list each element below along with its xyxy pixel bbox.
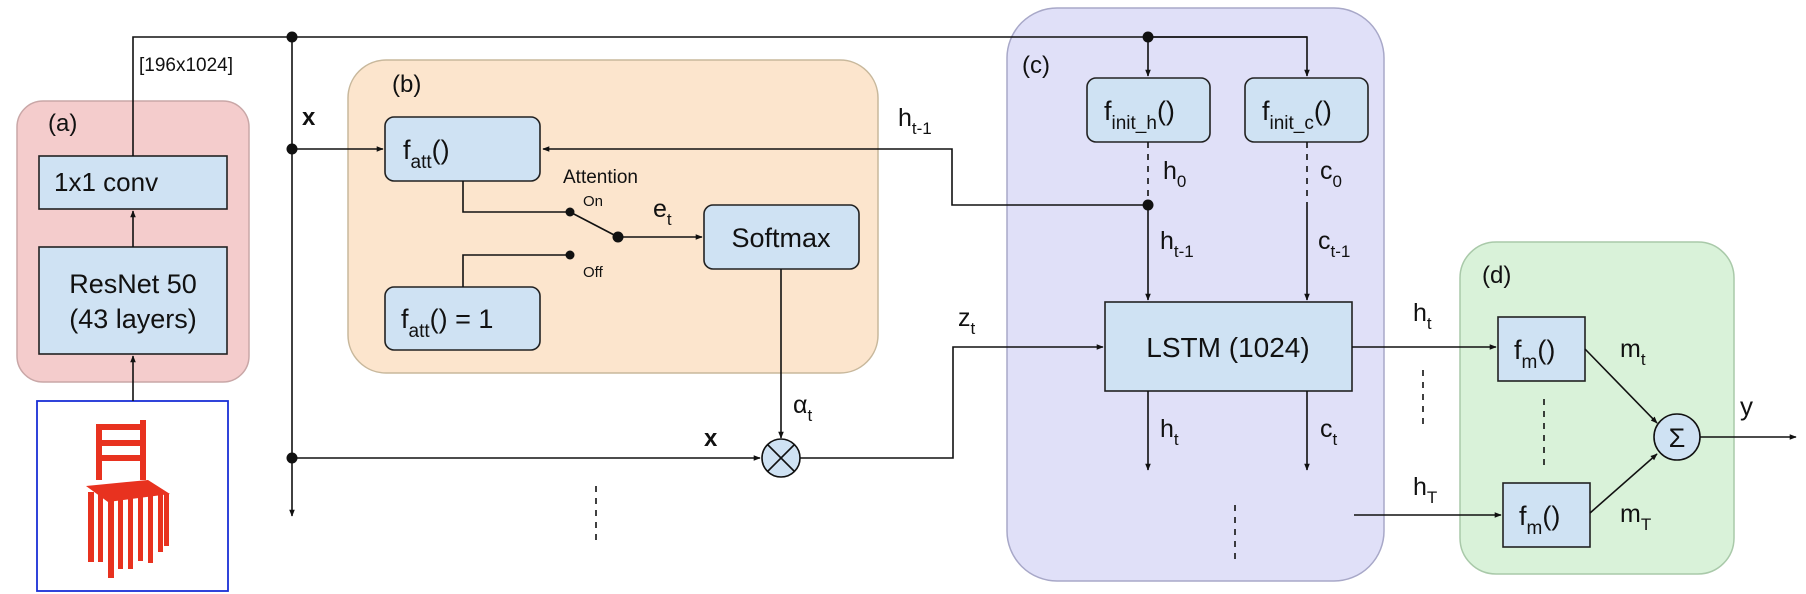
fm-top-block — [1497, 316, 1586, 382]
x-bottom-label: x — [704, 425, 718, 452]
m-T-label: mT — [1620, 500, 1651, 534]
wire-to-finit-c — [1148, 36, 1310, 77]
fm-bottom-label: fm() — [1519, 501, 1560, 539]
wire-fatt-to-switch-on — [462, 181, 568, 213]
features-dim-label: [196x1024] — [139, 55, 233, 76]
resnet-block — [38, 246, 228, 355]
softmax-label: Softmax — [731, 223, 831, 253]
h-prev-label: ht-1 — [898, 104, 932, 138]
wire-multiply-to-lstm — [800, 344, 1104, 459]
junction-dot — [286, 143, 298, 155]
h-out-label: ht — [1160, 415, 1179, 449]
switch-lever — [569, 211, 619, 238]
wire-h-prev-to-fatt — [542, 146, 1148, 206]
y-output-label: y — [1740, 391, 1753, 421]
attention-switch-title: Attention — [563, 167, 638, 188]
wire-fm-bottom-to-sum — [1589, 453, 1658, 514]
chair-illustration — [86, 420, 170, 578]
panel-c — [1006, 7, 1385, 582]
finit-h-label: finit_h() — [1104, 96, 1175, 134]
conv-label: 1x1 conv — [54, 167, 158, 197]
panel-a-label: (a) — [48, 110, 77, 137]
h-T-label: hT — [1413, 473, 1437, 507]
junction-dot — [286, 452, 298, 464]
e-t-label: et — [653, 195, 672, 229]
fatt-constant-label: fatt() = 1 — [401, 304, 493, 342]
c0-label: c0 — [1320, 157, 1342, 191]
sum-symbol: Σ — [1669, 423, 1686, 453]
conv-block — [38, 155, 228, 210]
resnet-label-line2: (43 layers) — [69, 304, 197, 334]
m-t-label: mt — [1620, 335, 1646, 369]
x-top-label: x — [302, 104, 316, 131]
wire-conv-to-top-bus — [132, 36, 292, 156]
junction-dot — [286, 31, 298, 43]
switch-off-label: Off — [583, 264, 604, 281]
h-t-label: ht — [1413, 299, 1432, 333]
wire-fm-top-to-sum — [1584, 348, 1658, 424]
h-in-label: ht-1 — [1160, 227, 1194, 261]
lstm-block — [1104, 301, 1353, 392]
z-t-label: zt — [958, 304, 976, 338]
fm-bottom-block — [1502, 482, 1591, 548]
switch-off-contact — [565, 250, 575, 260]
switch-on-label: On — [583, 193, 603, 210]
finit-c-label: finit_c() — [1262, 96, 1332, 134]
h0-label: h0 — [1163, 157, 1186, 191]
fatt-label: fatt() — [403, 135, 450, 173]
panel-d — [1459, 241, 1735, 575]
panel-c-label: (c) — [1022, 52, 1050, 79]
wire-fatt1-to-switch-off — [462, 254, 568, 287]
input-image — [36, 400, 229, 592]
c-out-label: ct — [1320, 415, 1338, 449]
alpha-t-label: αt — [793, 391, 812, 425]
lstm-label: LSTM (1024) — [1146, 332, 1309, 363]
panel-b-label: (b) — [392, 71, 421, 98]
fm-top-label: fm() — [1514, 335, 1555, 373]
panel-d-label: (d) — [1482, 262, 1511, 289]
c-in-label: ct-1 — [1318, 227, 1350, 261]
junction-dot — [1142, 31, 1154, 43]
multiply-node — [761, 438, 801, 478]
resnet-label-line1: ResNet 50 — [69, 269, 197, 299]
